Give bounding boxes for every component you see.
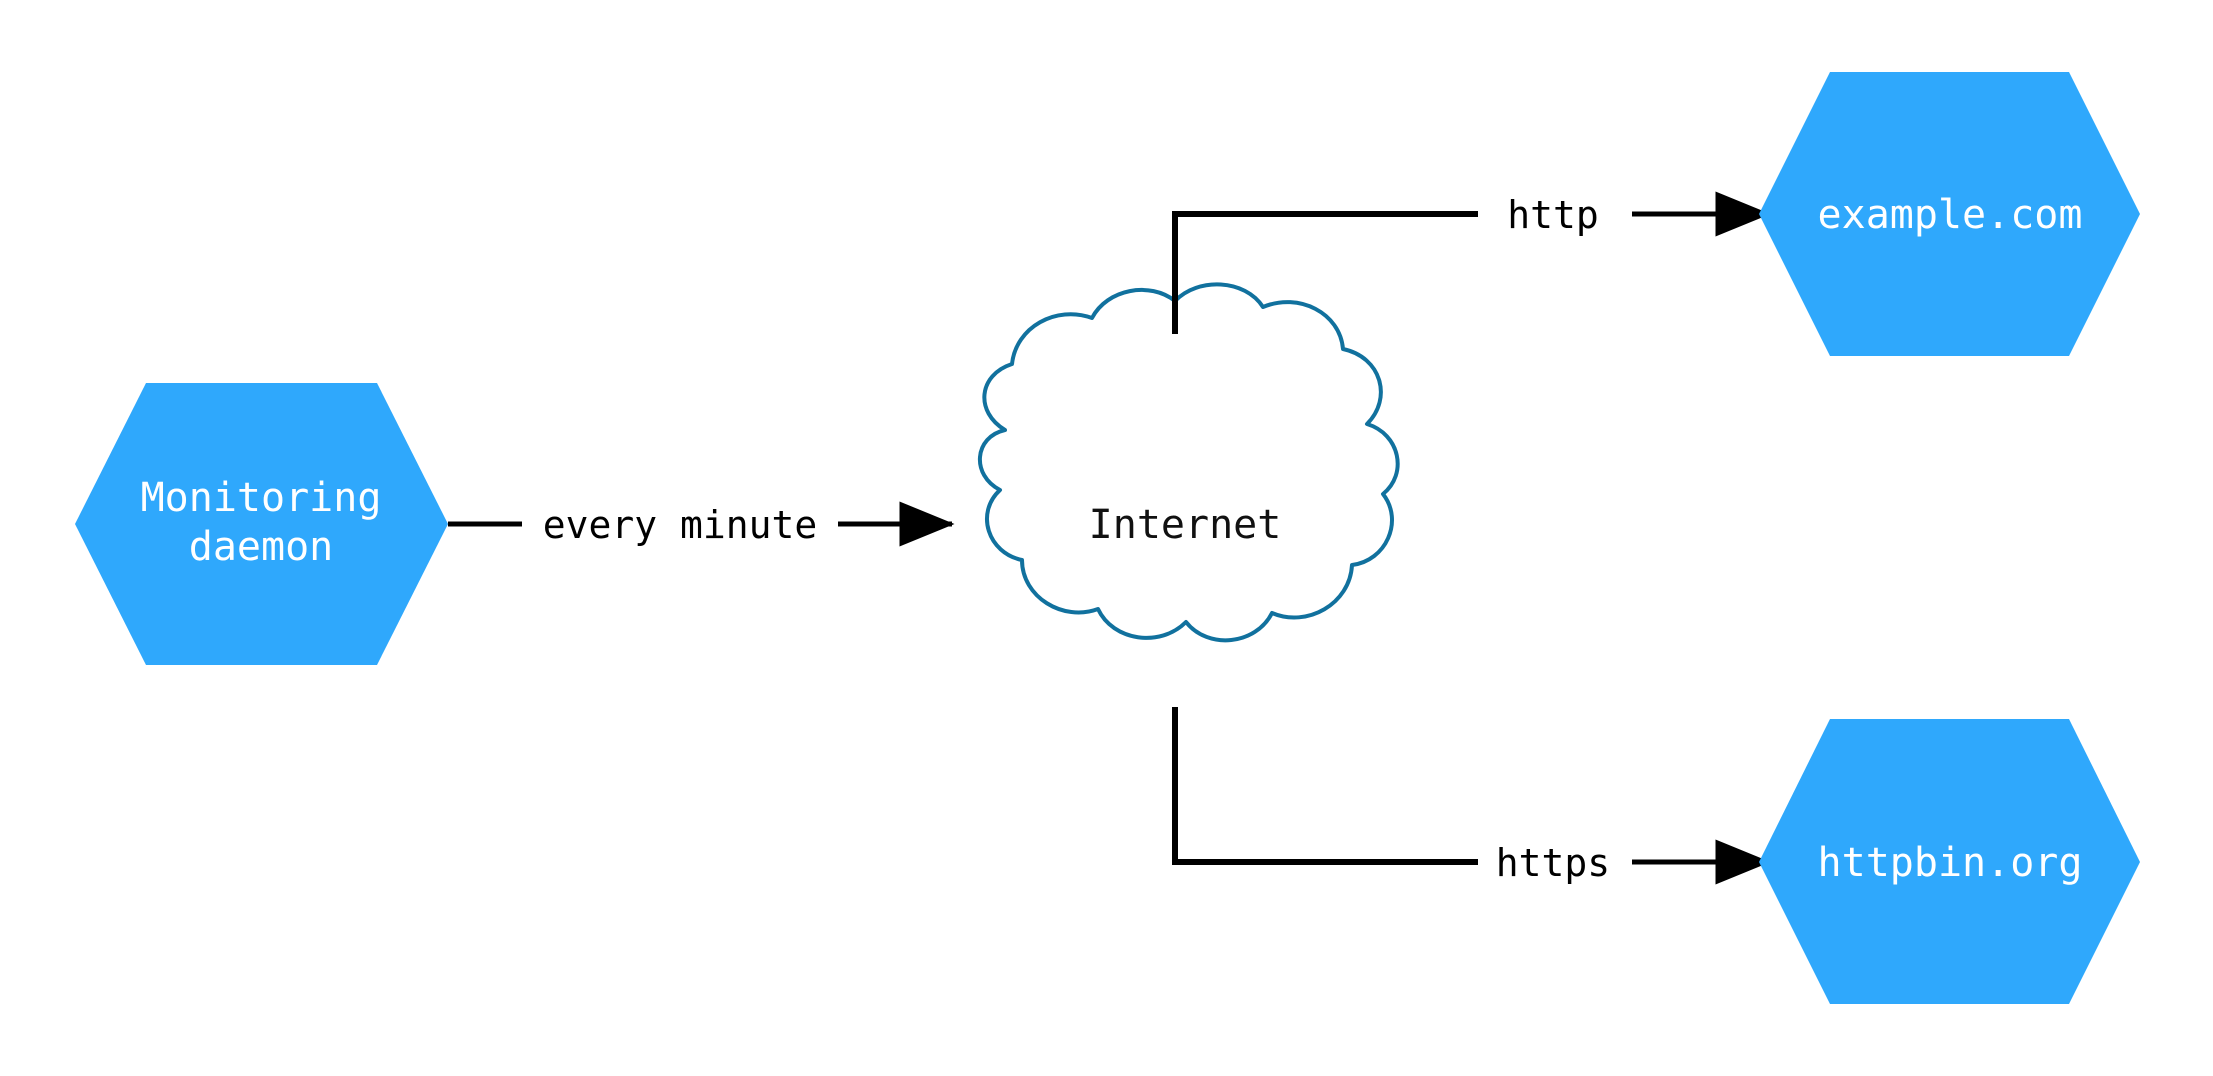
node-monitoring-daemon[interactable]: Monitoring daemon — [75, 383, 448, 665]
edge-internet-to-httpbin[interactable]: https — [1172, 707, 1771, 885]
hexagon-shape-httpbin-org — [1759, 719, 2140, 1004]
hexagon-shape-example-com — [1759, 72, 2140, 356]
edge-label-https: https — [1496, 841, 1610, 885]
edge-line-internet-to-httpbin-elbow — [1172, 707, 1478, 865]
node-example-com[interactable]: example.com — [1759, 72, 2140, 356]
node-label-monitoring-daemon-line2: daemon — [189, 524, 334, 570]
node-internet[interactable]: Internet — [977, 282, 1400, 643]
cloud-shape-internet — [977, 282, 1400, 643]
node-label-httpbin-org: httpbin.org — [1818, 840, 2083, 886]
node-label-internet: Internet — [1089, 502, 1282, 548]
edge-label-http: http — [1507, 193, 1599, 237]
edge-internet-to-example[interactable]: http — [1172, 191, 1771, 334]
edge-label-every-minute: every minute — [543, 503, 818, 547]
edge-daemon-to-internet[interactable]: every minute — [448, 501, 955, 547]
node-httpbin-org[interactable]: httpbin.org — [1759, 719, 2140, 1004]
hexagon-shape-monitoring-daemon — [75, 383, 448, 665]
node-label-monitoring-daemon-line1: Monitoring — [141, 475, 382, 521]
node-label-example-com: example.com — [1818, 192, 2083, 238]
edge-line-internet-to-example-elbow — [1172, 211, 1478, 334]
